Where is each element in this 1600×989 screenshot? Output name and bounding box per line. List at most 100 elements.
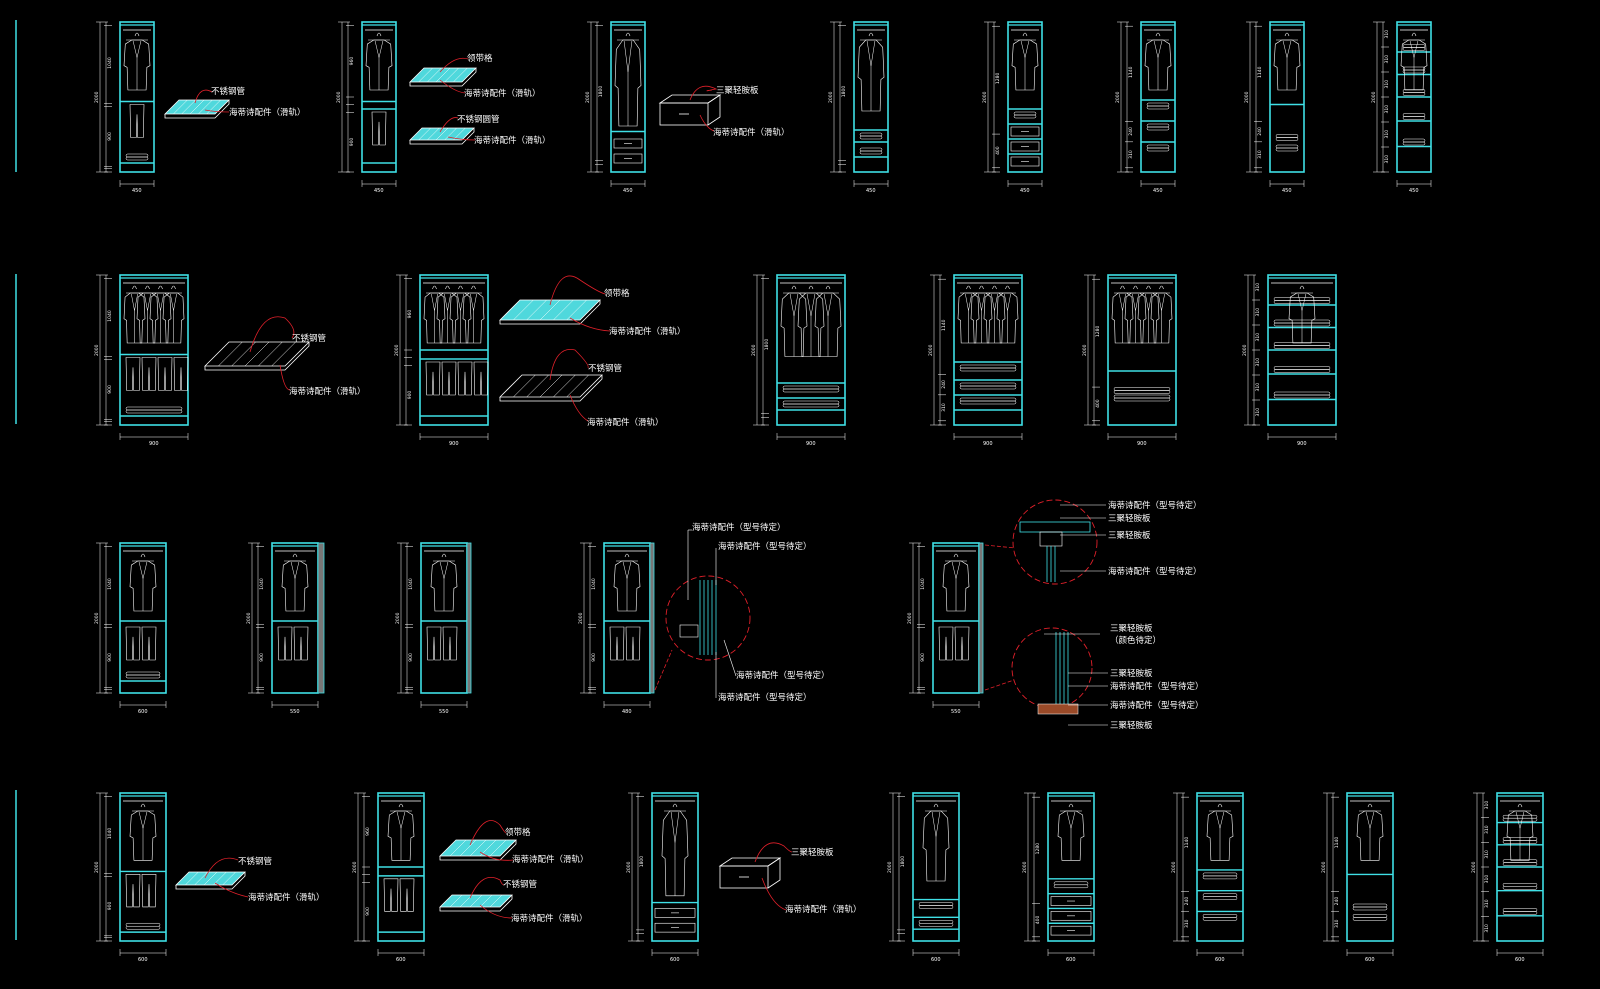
hanger-hook [458, 285, 463, 290]
hanger-hook [1284, 32, 1290, 37]
hanger-hook [825, 285, 831, 290]
tray-side [175, 872, 246, 890]
dim-width-label: 900 [149, 441, 159, 447]
dim-seg-label: 1800 [900, 856, 906, 868]
dim-width-label: 450 [132, 188, 142, 194]
folded-cloth [859, 150, 883, 155]
drawer-box [658, 94, 722, 126]
folded-cloth [1502, 911, 1538, 915]
tray-side [204, 342, 310, 371]
coat-lapel [978, 293, 985, 343]
callout-label: 海蒂诗配件（滑轨） [609, 326, 686, 337]
dim-seg-label: 310 [1255, 283, 1261, 292]
dim-seg-label: 1040 [107, 310, 113, 322]
tray-side [164, 100, 230, 119]
dim-seg-label: 310 [1484, 850, 1490, 859]
dim-seg-label: 1800 [598, 86, 604, 98]
callout-label: 海蒂诗配件（型号待定） [736, 670, 830, 681]
callout-labels: 不锈钢管海蒂诗配件（滑轨）领带格海蒂诗配件（滑轨）不锈钢圆管海蒂诗配件（滑轨）三… [194, 53, 1204, 924]
dim-seg-label: 310 [1484, 801, 1490, 810]
dim-total-label: 2000 [1022, 861, 1028, 873]
tray-rod [222, 871, 236, 886]
drawer-front [1010, 156, 1040, 167]
callout-label: 不锈钢管 [588, 363, 622, 374]
dim-total-label: 2000 [394, 344, 400, 356]
coat-outline [281, 560, 309, 612]
pull-out-tray [439, 894, 513, 912]
dim-seg-label: 310 [1384, 80, 1390, 89]
callout-label: 海蒂诗配件（滑轨） [713, 127, 790, 138]
hanger-hook [1159, 285, 1164, 290]
dim-seg-label: 1280 [1035, 843, 1041, 855]
folded-cloth [859, 135, 883, 140]
coat-outline [365, 39, 393, 91]
tray-rod [553, 299, 574, 321]
drawer-front [1010, 141, 1040, 152]
coat-outline [123, 39, 151, 91]
tray-rod [198, 99, 213, 115]
callout-label: 三聚轻胺板 [716, 85, 759, 96]
detail-bubble [1011, 627, 1093, 715]
dim-width-label: 900 [449, 441, 459, 447]
dim-seg-label: 240 [1128, 127, 1134, 136]
coat-lapel [1297, 293, 1307, 343]
leader-white [723, 639, 737, 677]
dim-seg-label: 900 [407, 391, 413, 400]
dim-width-label: 600 [138, 709, 148, 715]
dim-seg-label: 900 [349, 138, 355, 147]
hanger-hook [953, 553, 959, 558]
folded-cloth [1273, 394, 1331, 399]
trousers [277, 626, 293, 661]
folded-cloth [782, 388, 840, 393]
coat-outline [462, 292, 485, 344]
dim-seg-label: 240 [1334, 897, 1340, 906]
callout-label: 海蒂诗配件（型号待定） [718, 692, 812, 703]
trousers [938, 626, 954, 661]
callout-label: 海蒂诗配件（型号待定） [1110, 681, 1204, 692]
dim-seg-label: 960 [349, 57, 355, 66]
leader-line [439, 57, 469, 73]
folded-cloth [918, 905, 954, 909]
leader-line [279, 364, 291, 391]
tray-rod [435, 127, 449, 141]
leader-line [214, 882, 249, 898]
folded-cloth [1053, 884, 1089, 889]
dim-total-label: 2000 [94, 612, 100, 624]
tray-rod [539, 374, 563, 398]
folded-cloth [1502, 840, 1538, 844]
tray-rod [435, 67, 451, 83]
callout-label: 不锈钢管 [503, 879, 537, 890]
callout-label: 海蒂诗配件（型号待定） [1110, 700, 1204, 711]
folded-cloth [1273, 322, 1331, 327]
tray-rod [418, 67, 433, 83]
dim-seg-label: 310 [1384, 155, 1390, 164]
detail-bubble [665, 575, 751, 661]
dim-seg-label: 310 [1255, 358, 1261, 367]
leader-line [469, 820, 507, 846]
cabinet-frame [119, 274, 189, 426]
pull-out-tray [164, 99, 230, 119]
coat-lapel [1004, 293, 1011, 343]
callout-label: 领带格 [604, 288, 630, 299]
coat-lapel [931, 811, 941, 881]
dim-seg-label: 310 [1384, 105, 1390, 114]
folded-cloth [782, 403, 840, 408]
dim-seg-label: 900 [107, 132, 113, 141]
trousers [609, 626, 625, 661]
dim-width-label: 600 [1215, 957, 1225, 963]
leader-line [569, 394, 589, 422]
detail-link [984, 544, 1016, 549]
dim-width-label: 450 [1409, 188, 1419, 194]
callout-label: 海蒂诗配件（滑轨） [511, 913, 588, 924]
drawer-side [767, 857, 781, 889]
callout-label: 三聚轻胺板 [1108, 513, 1151, 524]
hanger-hook [471, 285, 476, 290]
dim-total-label: 2000 [1171, 861, 1177, 873]
trousers [129, 104, 145, 138]
accessory-details [164, 67, 782, 912]
